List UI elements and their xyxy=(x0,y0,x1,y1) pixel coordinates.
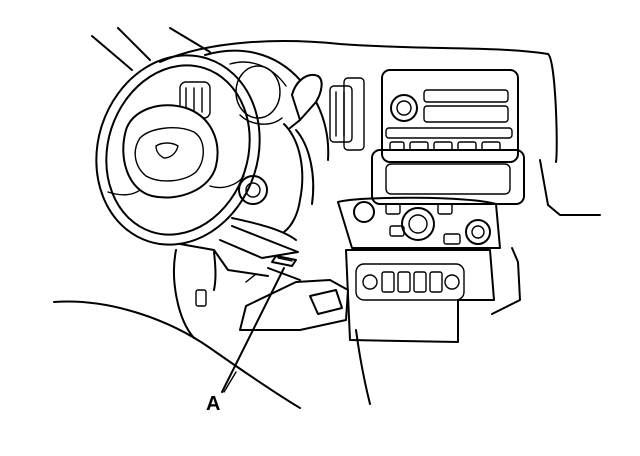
climate-controls xyxy=(337,196,501,249)
control-stalk xyxy=(289,74,323,129)
steering-wheel xyxy=(95,54,261,246)
callout-label-a: A xyxy=(206,393,220,415)
preset-buttons xyxy=(389,141,501,151)
data-link-connector xyxy=(271,255,297,267)
seat-outline xyxy=(53,300,371,409)
lower-dash-panel xyxy=(173,243,269,339)
switch-panel xyxy=(345,249,495,343)
audio-head-unit xyxy=(371,69,525,205)
knee-bolster xyxy=(239,267,349,331)
callout-leader xyxy=(221,267,285,393)
steering-column xyxy=(219,123,315,259)
center-vent xyxy=(329,77,365,151)
dashboard-outline xyxy=(159,40,601,315)
